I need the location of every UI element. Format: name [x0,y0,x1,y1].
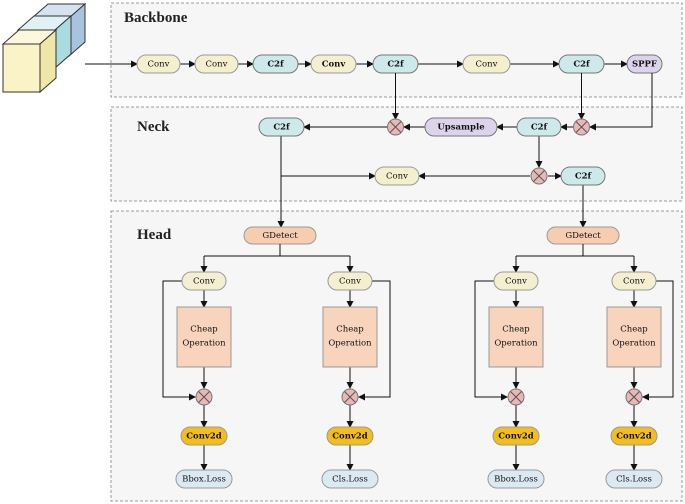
head-branch-2-loss-label: Cls.Loss [332,475,368,485]
head-gdetect-right: GDetect [546,226,620,245]
head-branch-1-conv2d [180,426,228,446]
backbone-conv-2-label: Conv [206,60,228,70]
head-branch-1-loss-label: Bbox.Loss [182,475,226,485]
backbone-title: Backbone [124,10,188,26]
backbone-c2f-1-label: C2f [267,60,285,70]
backbone-panel [110,2,683,98]
head-branch-4-conv2d [610,426,658,446]
backbone-conv-2: Conv [194,54,239,74]
head-branch-4-loss-label: Cls.Loss [616,475,652,485]
neck-c2f-mid: C2f [516,117,562,137]
neck-c2f-right: C2f [560,166,606,186]
neck-conv-label: Conv [386,172,408,182]
backbone-c2f-3: C2f [558,54,605,74]
head-branch-3-cheap-line1: Cheap [502,325,530,335]
neck-multiply-left [387,118,404,136]
backbone-sppf-label: SPPF [632,60,657,70]
backbone-conv-1-label: Conv [148,60,170,70]
head-branch-1-conv2d-label: Conv2d [186,432,221,442]
neck-c2f-left: C2f [258,117,305,137]
head-branch-2-cheap-line1: Cheap [336,325,364,335]
backbone-c2f-2-label: C2f [387,60,405,70]
head-branch-4-cheap-operation [606,306,662,368]
head-gdetect-right-label: GDetect [565,231,601,241]
head-branch-4-cheap-line1: Cheap [620,325,648,335]
backbone-conv-3: Conv [310,54,357,74]
neck-c2f-right-label: C2f [575,172,593,182]
head-branch-1-cheap-line1: Cheap [190,325,218,335]
head-branch-2-conv [327,271,373,291]
head-branch-3-loss [487,469,545,489]
backbone-c2f-2: C2f [372,54,419,74]
head-branch-2-conv-label: Conv [339,277,361,287]
head-branch-1-conv-label: Conv [193,277,215,287]
head-branch-1-conv [181,271,227,291]
backbone-c2f-3-label: C2f [573,60,591,70]
neck-upsample-label: Upsample [437,123,485,133]
neck-connections [277,73,653,228]
head-branch-4-loss [605,469,663,489]
neck-title: Neck [137,119,170,135]
head-branch-4-conv [611,271,657,291]
neck-conv: Conv [374,166,420,186]
head-split-connections [200,244,638,273]
head-branch-1-cheap-operation [176,306,232,368]
head-branch-1-cheap-line2: Operation [182,339,226,349]
head-branch-1-loss [175,469,233,489]
head-title: Head [137,227,172,243]
head-branch-4: Conv Cheap Operation Conv2d Cls.Loss [605,271,674,489]
head-branch-4-conv2d-label: Conv2d [616,432,651,442]
head-branch-2-cheap-operation [322,306,378,368]
backbone-conv-1: Conv [136,54,181,74]
input-image-icon [1,2,87,94]
neck-c2f-left-label: C2f [273,123,291,133]
head-branch-2-loss [321,469,379,489]
head-branch-3-conv [493,271,539,291]
head-branch-2-cheap-line2: Operation [328,339,372,349]
head-branch-3: Conv Cheap Operation Conv2d Bbox.Loss [474,271,545,489]
neck-multiply-right [573,118,590,136]
backbone-sppf: SPPF [626,54,663,74]
backbone-conv-3-label: Conv [322,60,347,70]
backbone-conv-4: Conv [462,54,511,74]
head-branch-1: Conv Cheap Operation Conv2d Bbox.Loss [162,271,233,489]
head-branch-3-loss-label: Bbox.Loss [494,475,538,485]
backbone-conv-4-label: Conv [476,60,498,70]
backbone-c2f-1: C2f [252,54,299,74]
head-branch-4-conv-label: Conv [623,277,645,287]
head-branch-4-cheap-line2: Operation [612,339,656,349]
head-branch-3-cheap-line2: Operation [494,339,538,349]
neck-upsample: Upsample [424,117,498,137]
head-branch-3-conv-label: Conv [505,277,527,287]
head-branch-2-conv2d [326,426,374,446]
head-branch-3-conv2d [492,426,540,446]
head-branch-3-cheap-operation [488,306,544,368]
neck-c2f-mid-label: C2f [531,123,549,133]
head-branch-2: Conv Cheap Operation Conv2d Cls.Loss [321,271,391,489]
head-branch-2-conv2d-label: Conv2d [332,432,367,442]
head-gdetect-left: GDetect [243,226,317,245]
neck-multiply-bottom [530,167,548,185]
head-branch-3-conv2d-label: Conv2d [498,432,533,442]
head-gdetect-left-label: GDetect [262,231,298,241]
